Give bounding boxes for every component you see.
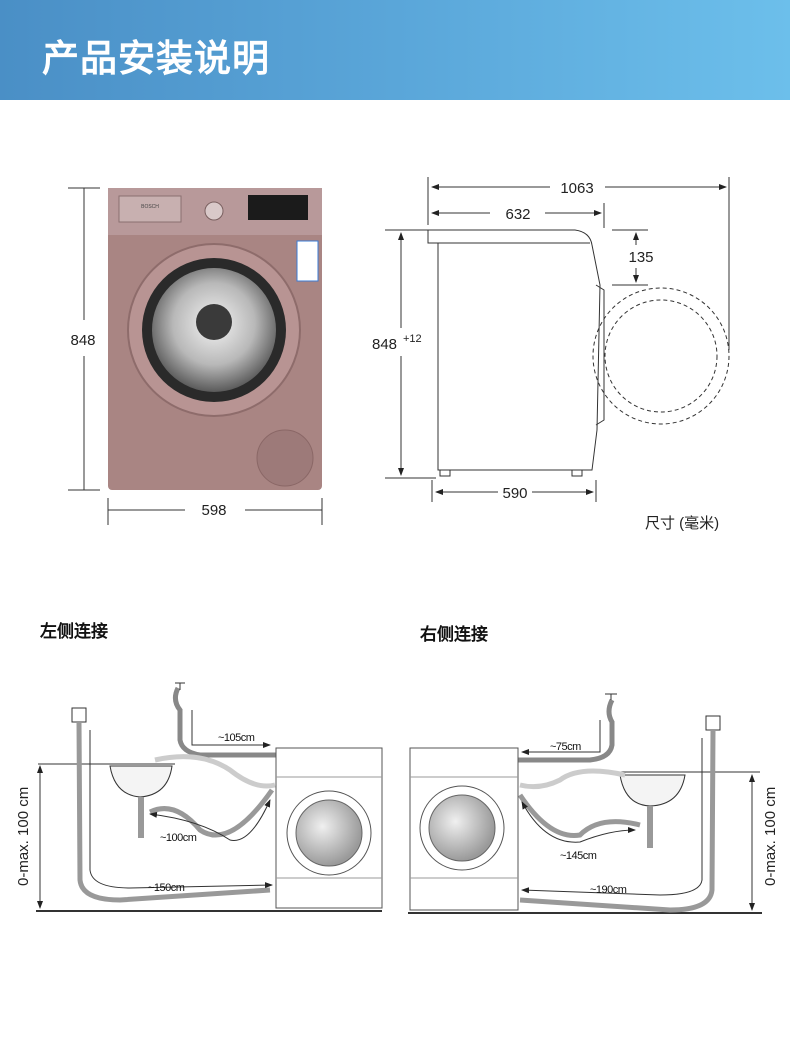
- right-height-label: 0-max. 100 cm: [762, 787, 779, 886]
- front-height-label: 848: [70, 332, 95, 349]
- header-banner: 产品安装说明: [0, 0, 790, 100]
- front-height-dimension: [68, 187, 100, 491]
- right-connection-title: 右侧连接: [420, 624, 488, 645]
- left-drain-length: ~100cm: [160, 832, 197, 844]
- left-connection-diagram: [36, 682, 383, 912]
- page-title: 产品安装说明: [42, 37, 270, 80]
- left-power-length: ~150cm: [148, 882, 185, 894]
- left-inlet-length: ~105cm: [218, 732, 255, 744]
- top-offset-label: 135: [628, 249, 653, 266]
- side-dimensions: [385, 177, 730, 502]
- total-depth-label: 1063: [560, 180, 593, 197]
- front-width-dimension: [107, 498, 323, 525]
- right-drain-length: ~145cm: [560, 850, 597, 862]
- depth-label: 632: [505, 206, 530, 223]
- right-inlet-length: ~75cm: [550, 741, 581, 753]
- unit-note: 尺寸 (毫米): [645, 514, 719, 532]
- foot-span-label: 590: [502, 485, 527, 502]
- left-connection-title: 左侧连接: [40, 621, 108, 642]
- brand-logo: BOSCH: [141, 204, 159, 210]
- right-power-length: ~190cm: [590, 884, 627, 896]
- left-height-label: 0-max. 100 cm: [15, 787, 32, 886]
- side-view-washer: [427, 229, 730, 477]
- front-width-label: 598: [201, 502, 226, 519]
- right-connection-diagram: [408, 693, 762, 914]
- front-view-washer: BOSCH: [108, 188, 322, 490]
- height-tolerance-label: +12: [403, 333, 422, 345]
- side-height-label: 848: [372, 336, 397, 353]
